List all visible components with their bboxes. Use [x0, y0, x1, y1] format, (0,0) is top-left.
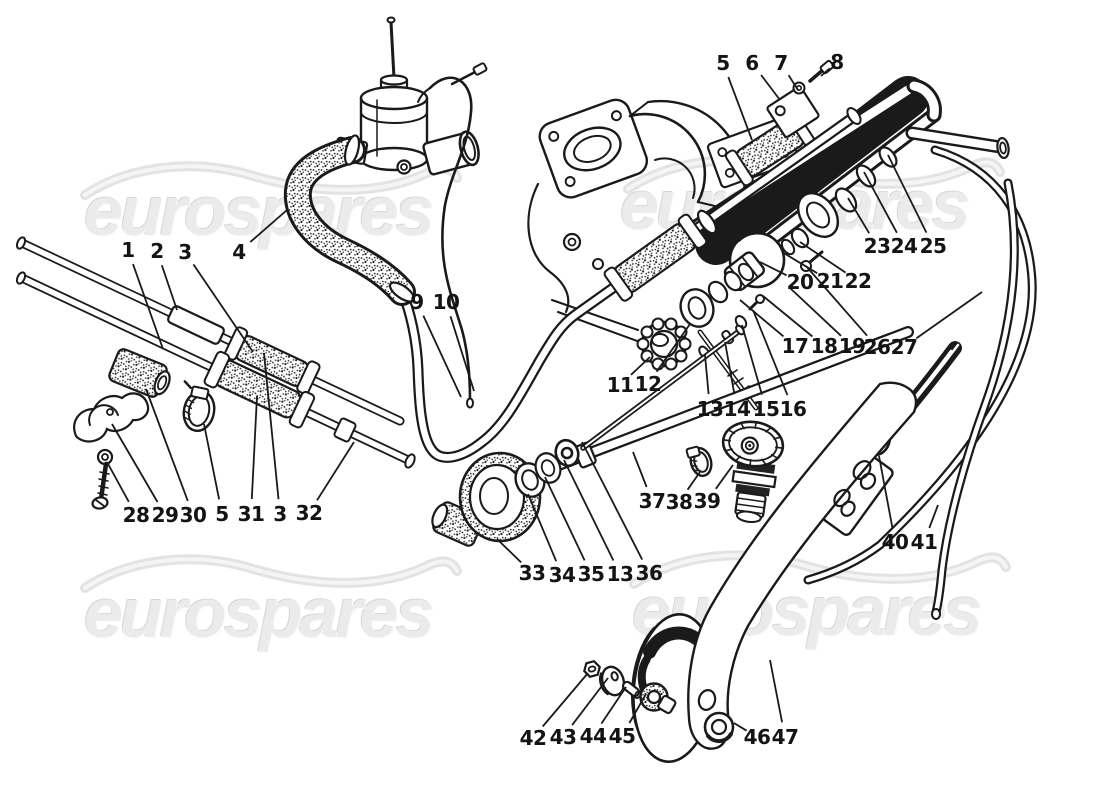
pump-hose-drawing: [283, 134, 416, 306]
watermark-word: eurospares: [84, 574, 434, 652]
saddle-bracket-drawing: [73, 392, 150, 443]
hose-stub: [108, 348, 171, 398]
tank-breather-hose-drawing: [803, 145, 1037, 620]
washer-and-bolt-drawing: [91, 448, 114, 510]
u-loop-pipe-drawing: [679, 76, 942, 270]
washer-tubing-drawing: [417, 62, 488, 409]
grommet-cone-stack-drawing: [431, 438, 580, 547]
engine-manifold-drawing: [527, 98, 800, 343]
cap-clamp: [685, 445, 713, 477]
fuel-cap-drawing: [685, 420, 785, 524]
main-fuel-pipe-drawing: [396, 107, 862, 463]
outlet-pipe-drawing: [905, 126, 1010, 160]
worm-clamp-drawing: [182, 380, 216, 433]
support-strap-drawing: [687, 381, 918, 750]
watermark-text: eurospares: [84, 578, 434, 648]
